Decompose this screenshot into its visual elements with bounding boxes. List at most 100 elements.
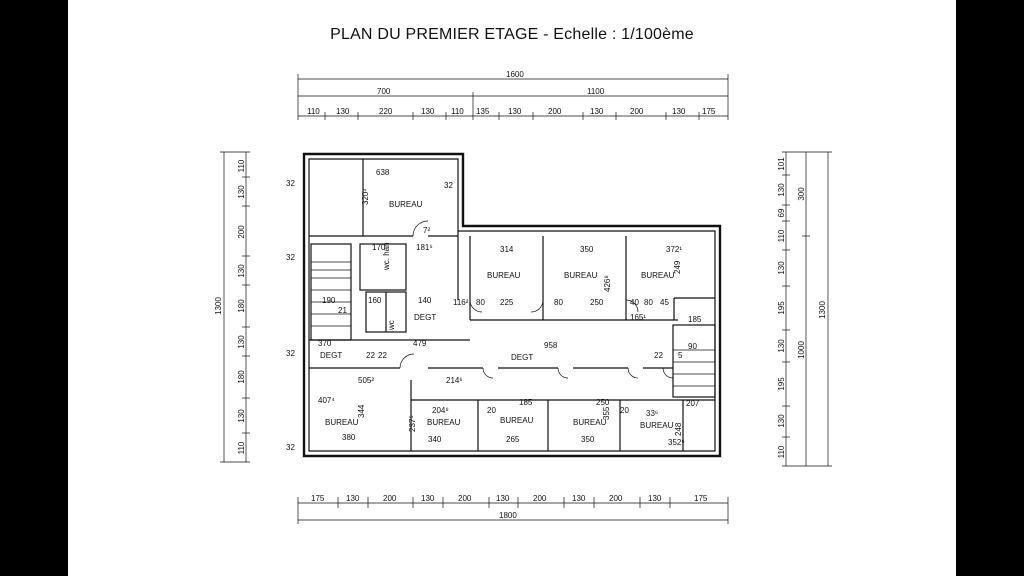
dim-label: 320³ <box>361 189 370 205</box>
left-seg: 200 <box>237 225 246 239</box>
dim-label: 248 <box>674 422 683 436</box>
left-seg: 130 <box>237 185 246 199</box>
top-seg: 110 <box>307 107 320 116</box>
room-degt-1: DEGT <box>414 313 436 322</box>
top-seg: 200 <box>630 107 644 116</box>
right-seg: 101 <box>777 157 786 171</box>
bottom-seg: 200 <box>533 494 547 503</box>
dim-label: 372¹ <box>666 245 682 254</box>
room-bureau-bl1: BUREAU <box>325 418 359 427</box>
dim-label: 407⁴ <box>318 396 335 405</box>
right-seg: 130 <box>777 261 786 275</box>
right-total-dim: 1300 <box>818 301 827 319</box>
dim-label: 225 <box>500 298 514 307</box>
floor-plan: 1600 700 1100 110 130 220 130 110 135 13… <box>214 70 832 524</box>
dim-label: 32 <box>286 349 295 358</box>
right-seg: 69 <box>777 208 786 217</box>
dim-label: 32 <box>286 179 295 188</box>
left-seg: 180 <box>237 370 246 384</box>
room-labels: BUREAU BUREAU BUREAU BUREAU BUREAU BUREA… <box>320 200 675 430</box>
top-seg: 130 <box>672 107 686 116</box>
dim-label: 32 <box>286 253 295 262</box>
dim-label: 32 <box>444 181 453 190</box>
dim-label: 250 <box>596 398 610 407</box>
right-seg: 130 <box>777 339 786 353</box>
dim-label: 7² <box>423 226 430 235</box>
room-bureau-top-left: BUREAU <box>389 200 423 209</box>
dim-label: 22 <box>378 351 387 360</box>
dim-label: 165¹ <box>630 313 646 322</box>
dim-label: 355 <box>602 406 611 420</box>
room-bureau-3: BUREAU <box>564 271 598 280</box>
right-seg: 130 <box>777 183 786 197</box>
dim-label: 40 <box>630 298 639 307</box>
top-dimension-lines: 1600 700 1100 110 130 220 130 110 135 13… <box>297 70 729 120</box>
right-seg: 195 <box>777 377 786 391</box>
dim-label: 426⁸ <box>603 275 612 292</box>
top-total-dim: 1600 <box>506 70 524 79</box>
top-seg: 220 <box>379 107 393 116</box>
dim-label: 638 <box>376 168 390 177</box>
top-seg: 130 <box>421 107 435 116</box>
top-seg: 135 <box>476 107 490 116</box>
dim-label: 80 <box>476 298 485 307</box>
top-seg: 130 <box>336 107 350 116</box>
dim-label: 204⁸ <box>432 406 449 415</box>
right-seg: 110 <box>777 229 786 242</box>
room-degt-3: DEGT <box>511 353 533 362</box>
right-seg: 195 <box>777 301 786 315</box>
left-seg: 130 <box>237 409 246 423</box>
dim-label: 190 <box>322 296 336 305</box>
right-seg: 130 <box>777 414 786 428</box>
room-wc-han: wc. han <box>382 242 391 271</box>
dim-label: 352⁶ <box>668 438 685 447</box>
top-seg: 130 <box>590 107 604 116</box>
bottom-seg: 130 <box>572 494 586 503</box>
top-dim-1100: 1100 <box>587 87 605 96</box>
bottom-seg: 200 <box>609 494 623 503</box>
room-bureau-2: BUREAU <box>487 271 521 280</box>
dim-label: 340 <box>428 435 442 444</box>
room-bureau-bl5: BUREAU <box>640 421 674 430</box>
bottom-seg: 175 <box>311 494 325 503</box>
right-dimension-lines: 101 130 69 110 130 195 130 195 130 110 3… <box>777 151 832 467</box>
dim-label: 22 <box>654 351 663 360</box>
bottom-seg: 130 <box>648 494 662 503</box>
dim-label: 185 <box>688 315 702 324</box>
dim-label: 958 <box>544 341 558 350</box>
dim-label: 265 <box>506 435 520 444</box>
bottom-dimension-lines: 175 130 200 130 200 130 200 130 200 130 … <box>297 494 729 524</box>
dim-label: 90 <box>688 342 697 351</box>
dim-label: 160 <box>368 296 382 305</box>
top-seg: 110 <box>451 107 464 116</box>
dim-label: 350 <box>580 245 594 254</box>
dim-label: 479 <box>413 339 427 348</box>
dim-label: 21 <box>338 306 347 315</box>
left-total-dim: 1300 <box>214 297 223 315</box>
bottom-total-dim: 1800 <box>499 511 517 520</box>
top-seg: 130 <box>508 107 522 116</box>
left-seg: 130 <box>237 335 246 349</box>
dim-label: 33⁶ <box>646 409 658 418</box>
interior-walls <box>309 159 716 451</box>
dim-label: 20 <box>620 406 629 415</box>
bottom-seg: 200 <box>383 494 397 503</box>
room-bureau-bl2: BUREAU <box>427 418 461 427</box>
room-bureau-bl4: BUREAU <box>573 418 607 427</box>
dim-label: 185 <box>519 398 533 407</box>
dim-label: 250 <box>590 298 604 307</box>
right-dim-1000: 1000 <box>797 341 806 359</box>
dim-label: 214⁶ <box>446 376 463 385</box>
left-seg: 130 <box>237 264 246 278</box>
bottom-seg: 130 <box>346 494 360 503</box>
right-seg: 110 <box>777 445 786 458</box>
dim-label: 380 <box>342 433 356 442</box>
dim-label: 80 <box>554 298 563 307</box>
dim-label: 80 <box>644 298 653 307</box>
dim-label: 32 <box>286 443 295 452</box>
dim-label: 370 <box>318 339 332 348</box>
dim-label: 22 <box>366 351 375 360</box>
dim-label: 181⁶ <box>416 243 433 252</box>
dim-label: 505² <box>358 376 374 385</box>
dim-label: 20 <box>487 406 496 415</box>
